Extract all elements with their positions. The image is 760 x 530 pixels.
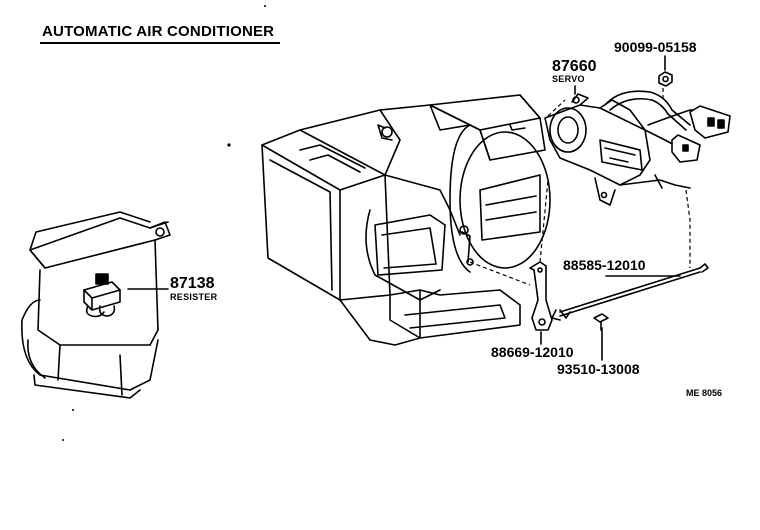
title-underline [40,42,280,44]
resister-drawing [83,273,121,318]
nut-part-number: 90099-05158 [614,39,697,55]
servo-part-number: 87660 [552,58,597,75]
screw-part-number: 93510-13008 [557,361,640,377]
nut-drawing [658,71,673,87]
servo-drawing [544,90,731,206]
page-title: AUTOMATIC AIR CONDITIONER [42,23,275,40]
screw-drawing [593,313,609,331]
ac-unit-drawing [261,94,551,346]
servo-part-name: SERVO [552,74,585,84]
resister-part-number: 87138 [170,275,215,292]
resister-part-name: RESISTER [170,292,218,302]
reference-code: ME 8056 [686,388,723,398]
bracket-part-number: 88669-12010 [491,344,574,360]
rod-part-number: 88585-12010 [563,257,646,273]
print-specks [62,5,266,441]
blower-housing-drawing [21,211,171,399]
assembly-dashed-lines [469,88,691,286]
bracket-drawing [529,261,571,331]
